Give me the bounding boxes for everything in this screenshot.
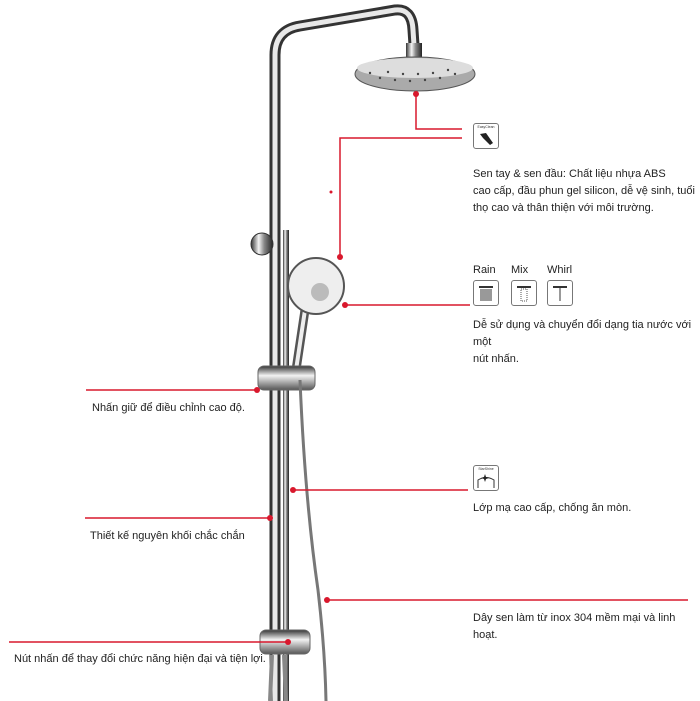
modes-text: Dễ sử dụng và chuyển đổi dạng tia nước v…	[473, 319, 692, 365]
switch-button-text: Nút nhấn để thay đổi chức năng hiện đại …	[14, 653, 266, 665]
slide-bar	[283, 230, 289, 701]
hose-text: Dây sen làm từ inox 304 mềm mại và linh …	[473, 612, 676, 641]
easyclean-icon: EasyClean	[473, 123, 499, 149]
height-adjust-text: Nhấn giữ để điều chỉnh cao độ.	[92, 402, 245, 414]
solid-design-text: Thiết kế nguyên khối chắc chắn	[90, 530, 245, 542]
head-material-text: Sen tay & sen đầu: Chất liệu nhựa ABS ca…	[473, 168, 695, 214]
mode-label-rain: Rain	[473, 264, 496, 276]
mix-icon	[511, 280, 537, 306]
height-slider	[257, 365, 316, 391]
rain-icon	[473, 280, 499, 306]
callout-lines	[9, 94, 688, 643]
whirl-icon	[547, 280, 573, 306]
hose	[298, 379, 328, 701]
mode-label-mix: Mix	[511, 264, 529, 276]
starshine-icon: StarShine	[473, 465, 499, 491]
callout-dots	[254, 91, 419, 645]
wall-bracket	[250, 232, 274, 256]
head-connector	[406, 43, 422, 57]
mode-label-whirl: Whirl	[547, 264, 573, 276]
plating-text: Lớp mạ cao cấp, chống ăn mòn.	[473, 502, 632, 514]
